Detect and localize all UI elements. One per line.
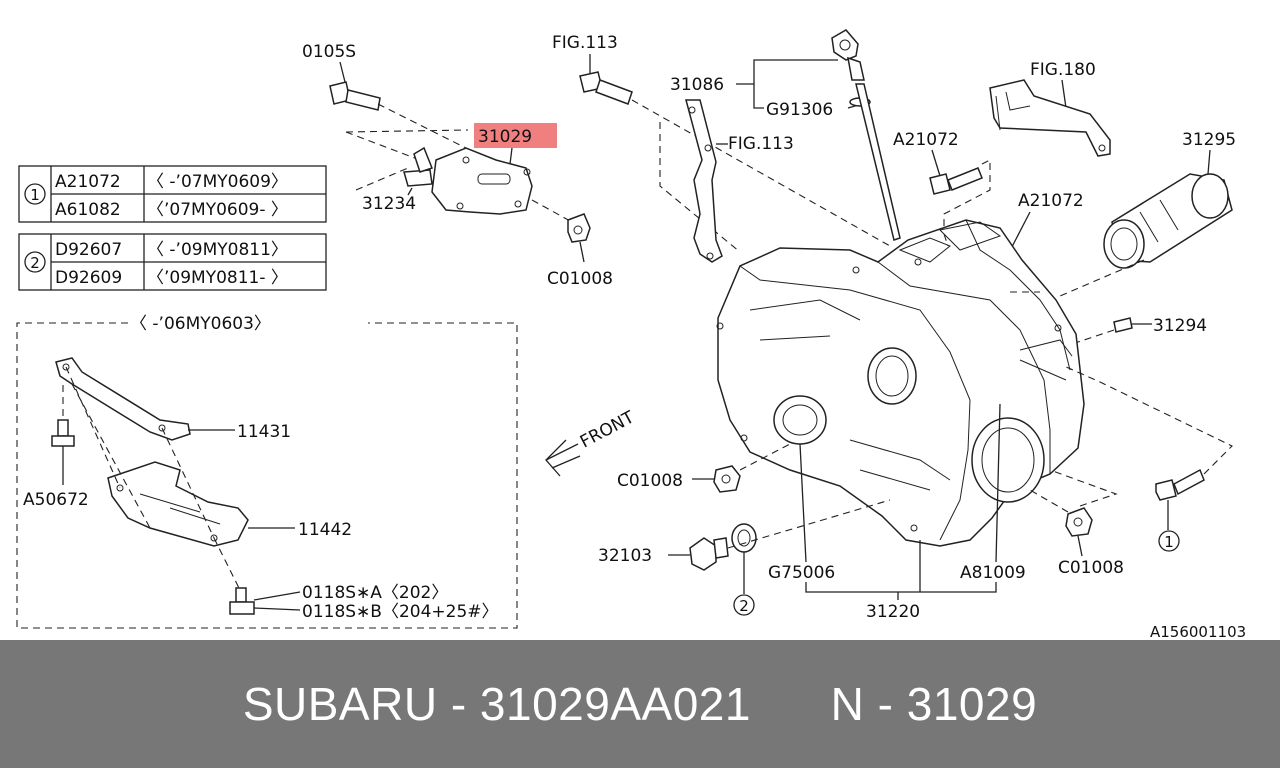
table-2-range-2: 〈’09MY0811- 〉 bbox=[147, 268, 288, 288]
cover-11442 bbox=[107, 461, 249, 547]
label-g91306: G91306 bbox=[766, 100, 833, 120]
label-c01008-a: C01008 bbox=[547, 269, 613, 289]
label-a81009: A81009 bbox=[960, 563, 1026, 583]
label-front: FRONT bbox=[577, 407, 638, 452]
label-c01008-b: C01008 bbox=[617, 471, 683, 491]
table-2-part-1: D92607 bbox=[55, 240, 122, 260]
bolt-circle-1 bbox=[1155, 468, 1205, 501]
label-31220: 31220 bbox=[866, 602, 920, 622]
footer-part-number: SUBARU - 31029AA021 bbox=[242, 678, 751, 730]
label-31086: 31086 bbox=[670, 75, 724, 95]
bolt-a21072-a bbox=[929, 167, 983, 195]
inset-box: 〈 -’06MY0603〉 11431 A50672 11442 bbox=[16, 314, 518, 629]
transmission-case-31220 bbox=[716, 219, 1085, 547]
nut-c01008-b bbox=[713, 465, 741, 493]
table-1-range-1: 〈 -’07MY0609〉 bbox=[147, 172, 288, 192]
label-0118s-a: 0118S∗A〈202〉 bbox=[302, 583, 448, 603]
label-31295: 31295 bbox=[1182, 130, 1236, 150]
dipstick-31086 bbox=[831, 29, 901, 241]
table-1: 1 A21072 〈 -’07MY0609〉 A61082 〈’07MY0609… bbox=[18, 165, 327, 223]
pipe-31295 bbox=[1103, 173, 1233, 269]
gasket-circle-2 bbox=[731, 523, 757, 553]
label-11431: 11431 bbox=[237, 422, 291, 442]
table-1-part-2: A61082 bbox=[55, 200, 121, 220]
circle-1-label: 1 bbox=[1164, 533, 1174, 551]
parts-diagram: 1 A21072 〈 -’07MY0609〉 A61082 〈’07MY0609… bbox=[16, 29, 1246, 640]
table-2-number: 2 bbox=[30, 254, 40, 272]
table-2-part-2: D92609 bbox=[55, 268, 122, 288]
label-31234: 31234 bbox=[362, 194, 416, 214]
label-a50672: A50672 bbox=[23, 490, 89, 510]
label-fig113-mid: FIG.113 bbox=[728, 134, 794, 154]
bolt-a50672 bbox=[51, 419, 75, 447]
table-1-part-1: A21072 bbox=[55, 172, 121, 192]
plug-32103 bbox=[689, 537, 729, 571]
footer-reference: N - 31029 bbox=[830, 678, 1038, 730]
label-32103: 32103 bbox=[598, 546, 652, 566]
inset-box-label: 〈 -’06MY0603〉 bbox=[130, 314, 271, 334]
bracket-11431 bbox=[55, 357, 191, 441]
reference-number: A156001103 bbox=[1150, 623, 1246, 640]
label-31029: 31029 bbox=[478, 127, 532, 147]
highlight-31029 bbox=[474, 123, 557, 148]
bolt-0105s bbox=[329, 81, 381, 111]
label-fig180: FIG.180 bbox=[1030, 60, 1096, 80]
footer-bar: SUBARU - 31029AA021 N - 31029 bbox=[0, 640, 1280, 768]
label-c01008-c: C01008 bbox=[1058, 558, 1124, 578]
circle-2-label: 2 bbox=[739, 597, 749, 615]
table-1-range-2: 〈’07MY0609- 〉 bbox=[147, 200, 288, 220]
bracket-31029 bbox=[431, 147, 533, 215]
nut-c01008-c bbox=[1065, 507, 1093, 537]
label-11442: 11442 bbox=[298, 520, 352, 540]
clip-31234 bbox=[403, 146, 433, 187]
label-a21072-a: A21072 bbox=[893, 130, 959, 150]
label-0118s-b: 0118S∗B〈204+25#〉 bbox=[302, 602, 499, 622]
nut-c01008-a bbox=[567, 213, 591, 243]
label-0105s: 0105S bbox=[302, 42, 356, 62]
pin-31294 bbox=[1113, 317, 1133, 333]
label-31294: 31294 bbox=[1153, 316, 1207, 336]
table-2-range-1: 〈 -’09MY0811〉 bbox=[147, 240, 288, 260]
label-g75006: G75006 bbox=[768, 563, 835, 583]
bolt-0118s bbox=[229, 587, 255, 615]
bracket-fig180 bbox=[989, 79, 1111, 157]
pipe-bracket bbox=[685, 99, 723, 263]
bolt-fig113 bbox=[579, 71, 633, 105]
footer-spacer bbox=[751, 677, 831, 731]
table-1-number: 1 bbox=[30, 186, 40, 204]
label-fig113-top: FIG.113 bbox=[552, 33, 618, 53]
label-a21072-b: A21072 bbox=[1018, 191, 1084, 211]
front-arrow bbox=[545, 439, 581, 477]
table-2: 2 D92607 〈 -’09MY0811〉 D92609 〈’09MY0811… bbox=[18, 233, 327, 291]
